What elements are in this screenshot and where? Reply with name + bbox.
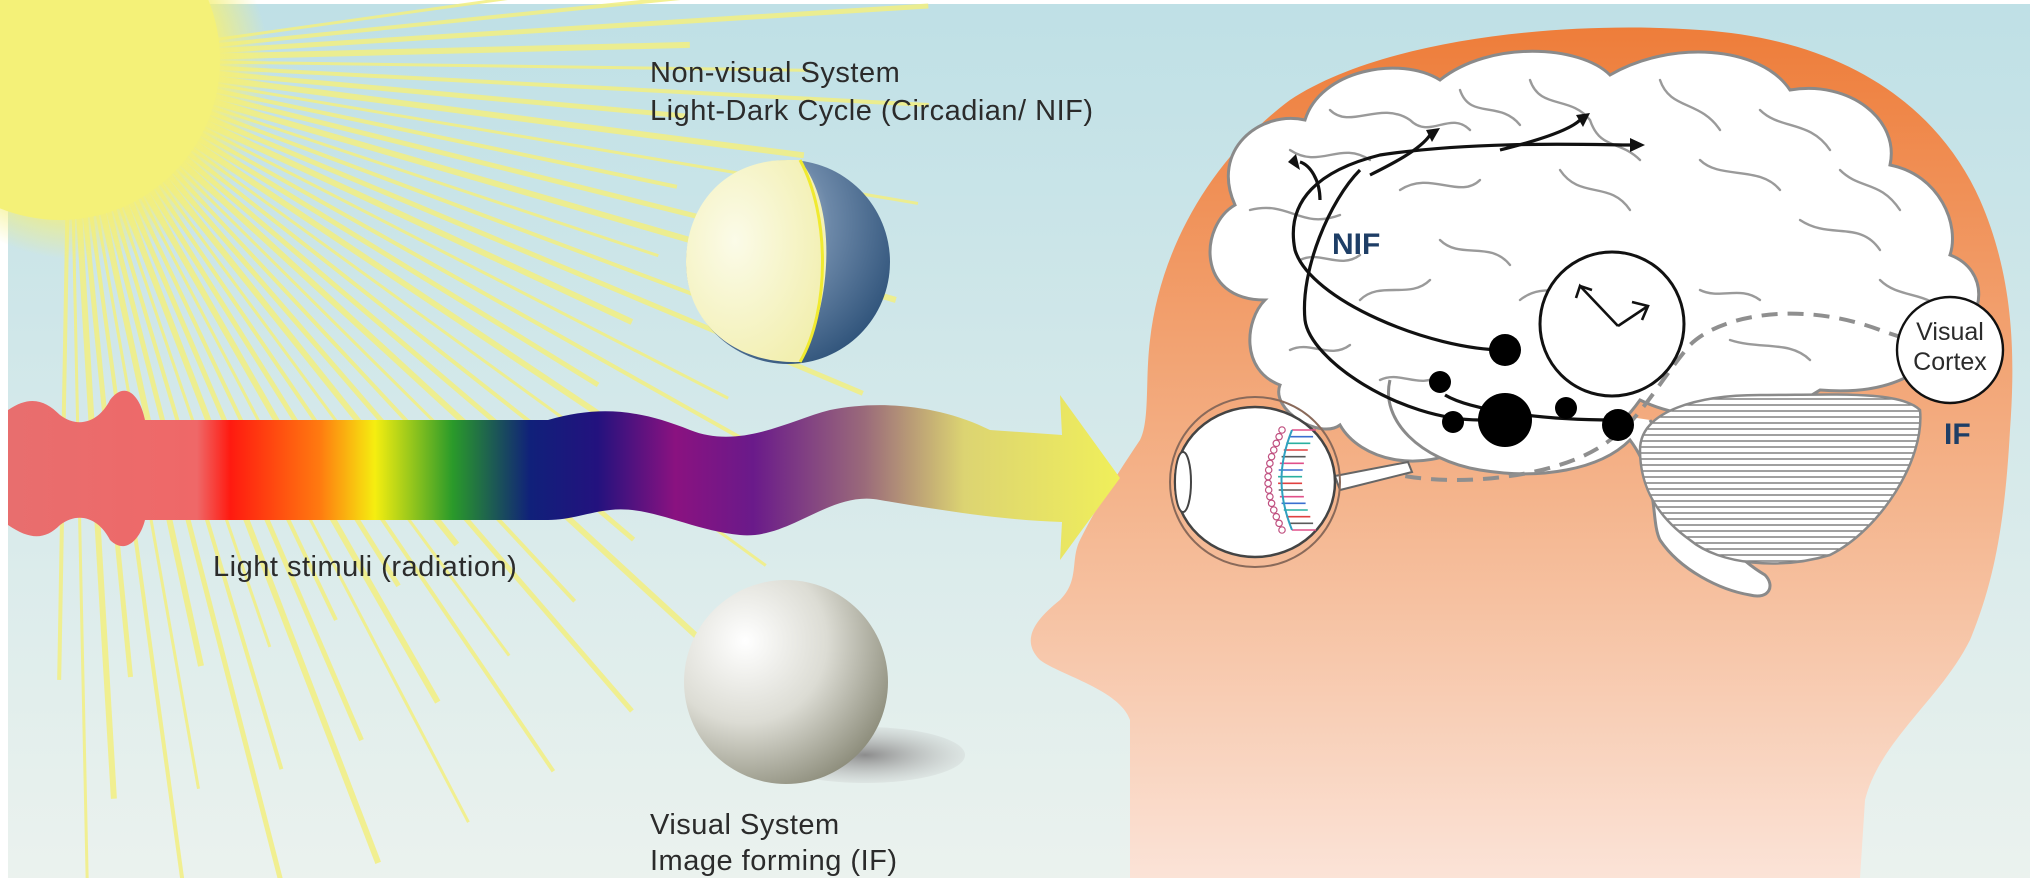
visual-system-title: Visual System — [650, 809, 840, 841]
nonvisual-system-title: Non-visual System — [650, 57, 900, 89]
clock-icon — [1540, 252, 1684, 396]
if-label: IF — [1944, 418, 1971, 451]
moon-icon — [686, 160, 890, 364]
nif-label: NIF — [1332, 228, 1380, 261]
nonvisual-system-subtitle: Light-Dark Cycle (Circadian/ NIF) — [650, 95, 1094, 127]
visual-cortex-label-1: Visual — [1916, 318, 1984, 346]
visual-cortex-marker: Visual Cortex — [1897, 297, 2003, 403]
light-stimuli-label: Light stimuli (radiation) — [213, 551, 517, 583]
visual-system-subtitle: Image forming (IF) — [650, 845, 898, 877]
visual-cortex-label-2: Cortex — [1913, 348, 1987, 376]
